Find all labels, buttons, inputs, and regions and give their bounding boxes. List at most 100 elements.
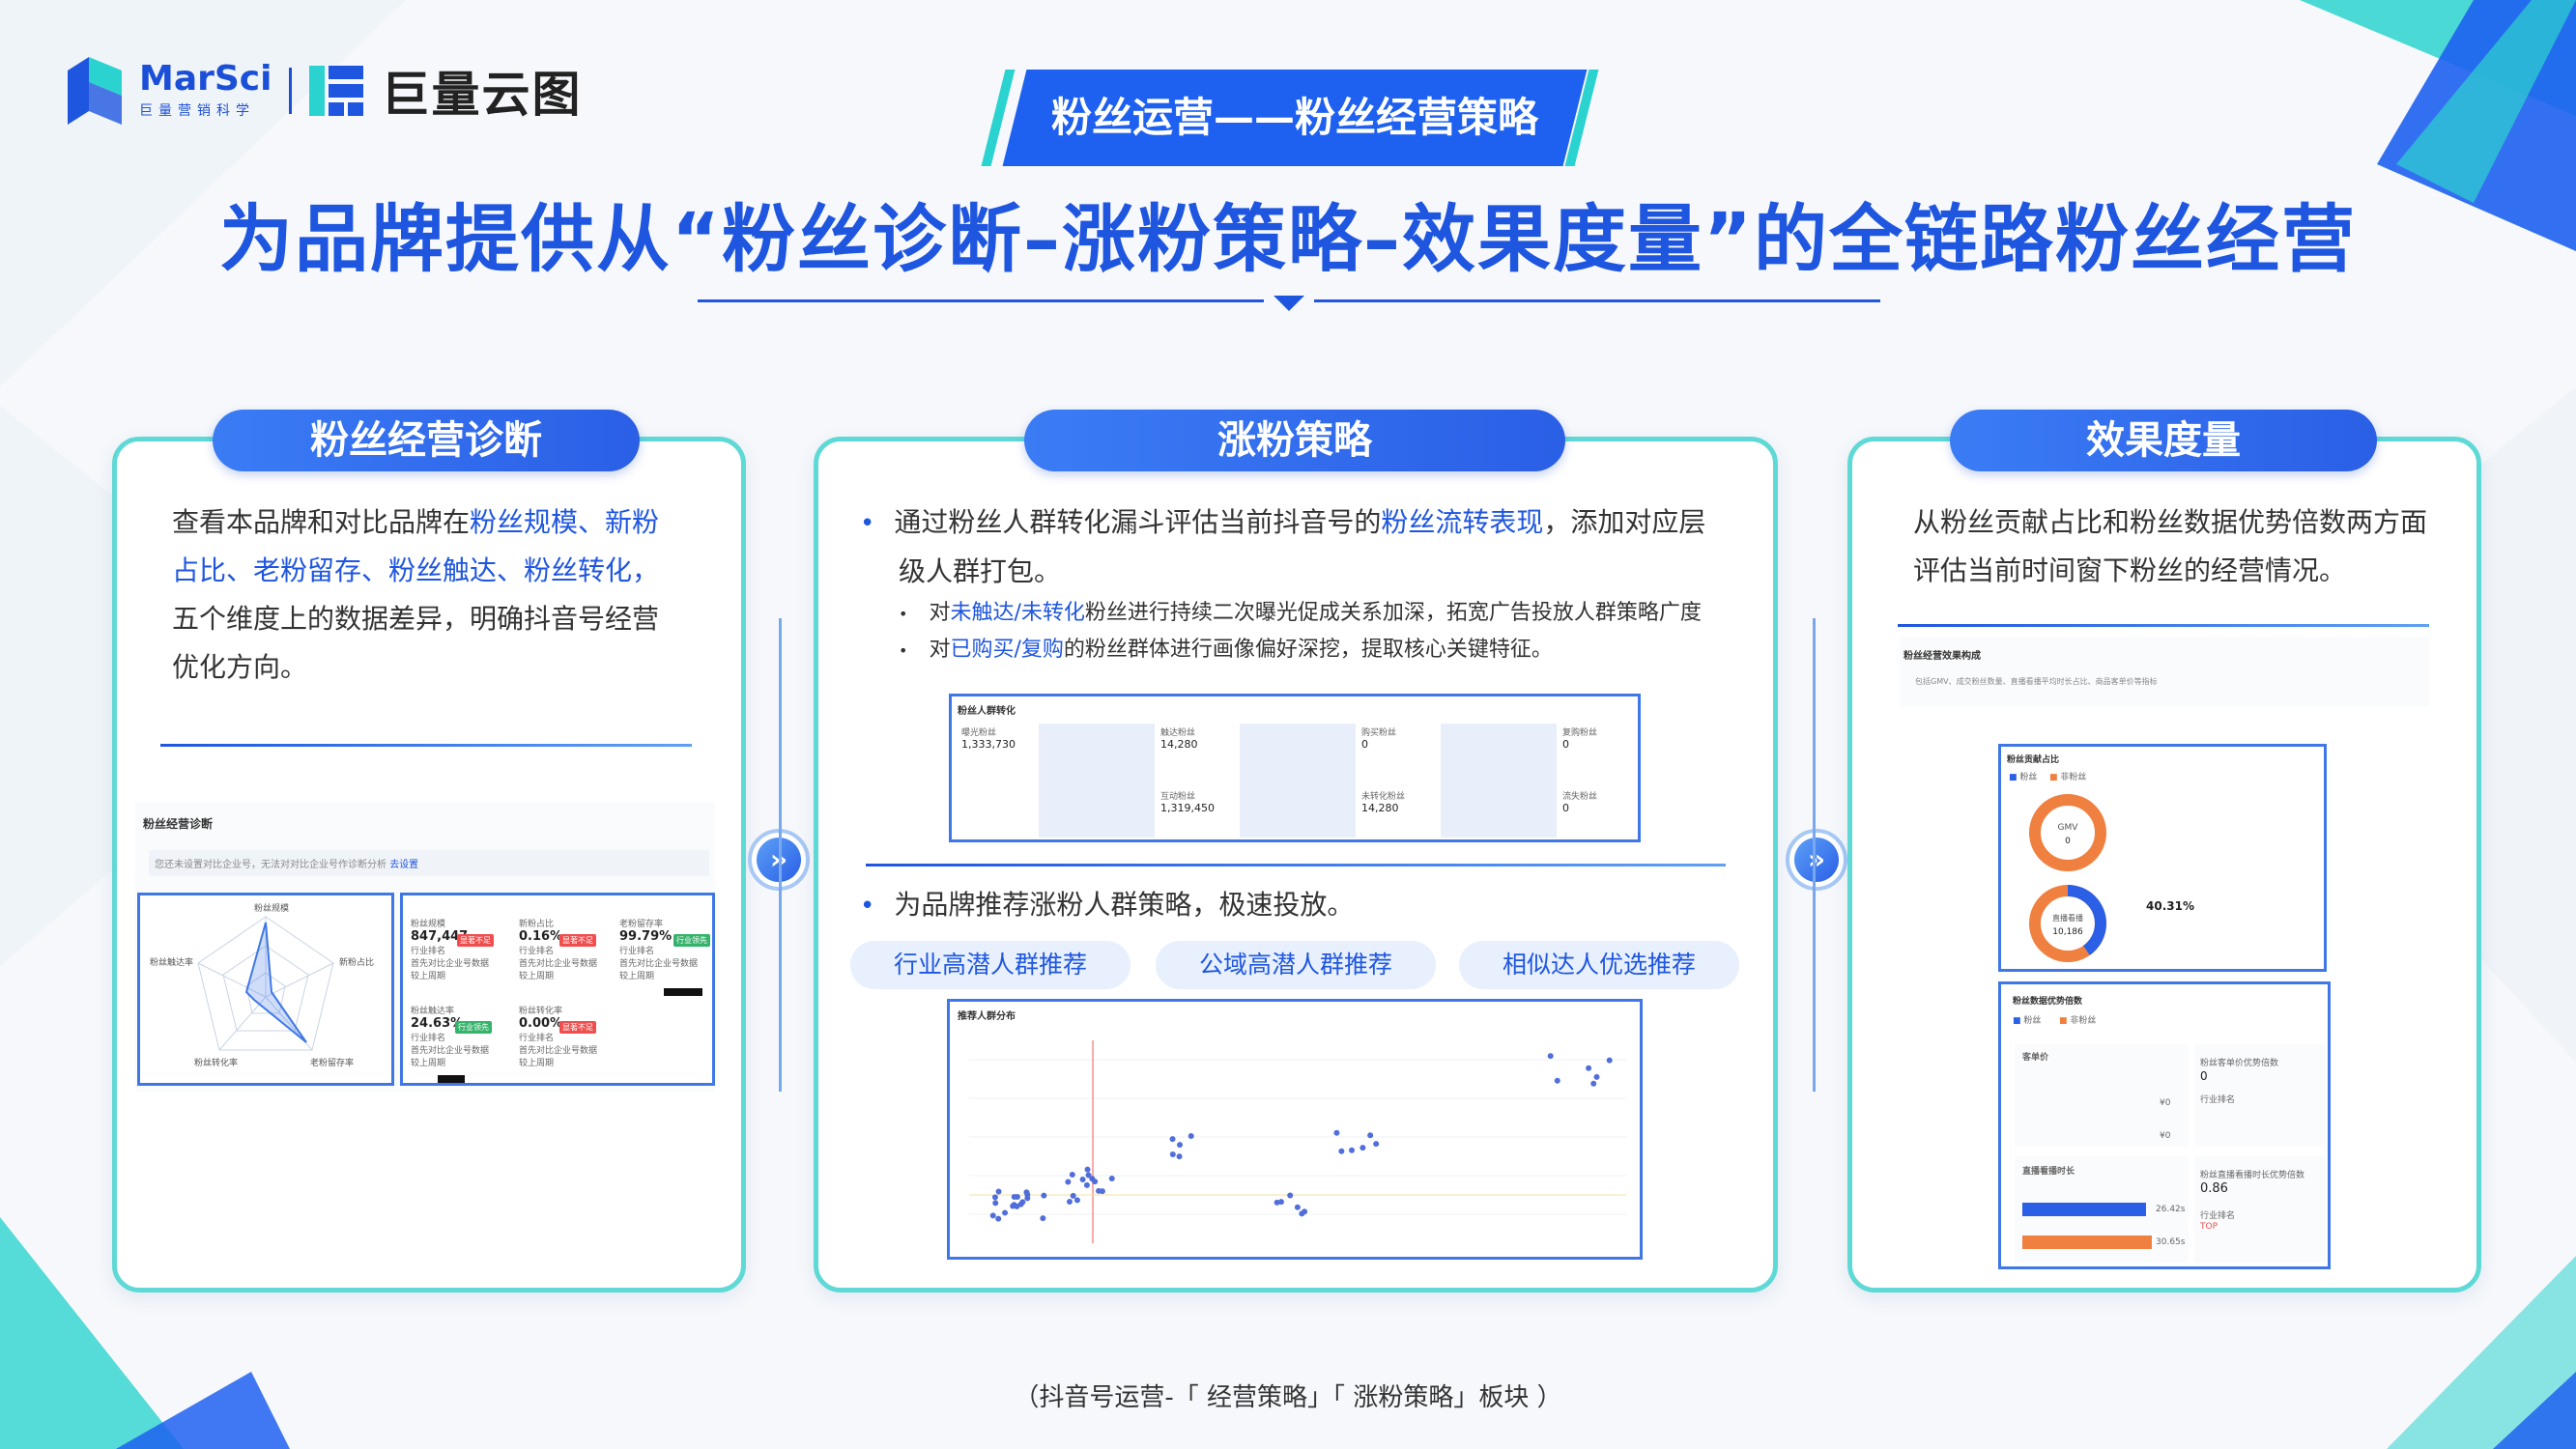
yuntu-logo-icon	[309, 66, 364, 116]
strategy-divider	[866, 864, 1726, 867]
funnel-value: 14,280	[1361, 802, 1399, 814]
legend-label: 粉丝	[2023, 1016, 2042, 1026]
scatter-dot	[1188, 1132, 1194, 1139]
scatter-dot	[1002, 1209, 1009, 1216]
metric-cell: 粉丝触达率 24.63% 行业排名 首先对比企业号数据 较上周期	[411, 1004, 489, 1068]
desc-text: 从粉丝贡献占比和粉丝数据优势倍数两方面	[1913, 506, 2428, 538]
mini-title: 粉丝经营效果构成	[1903, 651, 1981, 662]
effect-divider	[1898, 624, 2429, 627]
funnel-label: 互动粉丝	[1160, 792, 1196, 802]
funnel-value: 0	[1562, 738, 1569, 751]
scatter-dot	[1040, 1215, 1046, 1222]
metric-value: 0.00%	[519, 1016, 563, 1031]
adv-block: 粉丝直播看播时长优势倍数 0.86 行业排名 TOP	[2194, 1156, 2326, 1263]
pill-public-potential[interactable]: 公域高潜人群推荐	[1156, 941, 1436, 989]
donut-value: 0	[2065, 837, 2071, 846]
scatter-plot	[969, 1040, 1626, 1243]
flow-arrow-2: »	[1786, 829, 1847, 891]
mini-title: 粉丝人群转化	[958, 706, 1016, 717]
scatter-dot	[991, 1194, 998, 1201]
metric-name: 老粉留存率	[619, 920, 664, 929]
funnel-band	[1240, 724, 1356, 838]
bar-fans	[2022, 1203, 2146, 1216]
scatter-dot	[995, 1215, 1002, 1222]
metric-row: 较上周期	[519, 972, 555, 981]
redacted-block	[438, 1075, 465, 1083]
metric-cell: 老粉留存率 99.79% 行业排名 首先对比企业号数据 较上周期	[619, 917, 698, 981]
metric-cell: 粉丝转化率 0.00% 行业排名 首先对比企业号数据 较上周期	[519, 1004, 597, 1068]
radar-label: 粉丝转化率	[194, 1057, 238, 1068]
strategy-bullet-1: •通过粉丝人群转化漏斗评估当前抖音号的粉丝流转表现，添加对应层 级人群打包。	[860, 498, 1730, 596]
funnel-cell: 互动粉丝 1,319,450	[1160, 789, 1215, 814]
desc-text: 五个维度上的数据差异，明确抖音号经营	[172, 603, 660, 635]
metric-value: 847,447	[411, 929, 469, 944]
legend-label: 粉丝	[2019, 773, 2038, 782]
adv-value: ¥0	[2160, 1131, 2171, 1141]
adv-name: 直播看播时长	[2022, 1167, 2075, 1177]
scatter-dot	[1367, 1132, 1374, 1139]
strategy-bullet-2: •为品牌推荐涨粉人群策略，极速投放。	[860, 881, 1730, 930]
mini-note-text: 您还未设置对比企业号，无法对对比企业号作诊断分析	[155, 860, 386, 870]
scatter-dot	[1554, 1077, 1560, 1084]
scatter-dot	[1010, 1203, 1016, 1209]
metric-name: 粉丝转化率	[519, 1007, 563, 1016]
bullet-dot: •	[860, 892, 875, 921]
scatter-dot	[1360, 1145, 1366, 1151]
desc-text: 优化方向。	[172, 651, 308, 683]
legend-fans: ■ 粉丝	[2013, 1016, 2042, 1026]
funnel-cell: 流失粉丝 0	[1562, 789, 1597, 814]
scatter-dot	[1176, 1153, 1183, 1160]
scatter-dot	[1070, 1192, 1076, 1199]
scatter-dot	[1373, 1141, 1380, 1148]
bullet-text: 通过粉丝人群转化漏斗评估当前抖音号的	[894, 506, 1382, 538]
bullet-dot: •	[899, 605, 908, 623]
scatter-dot	[1177, 1142, 1184, 1149]
scatter-dot	[1333, 1129, 1340, 1136]
bullet-text: 对	[929, 601, 951, 625]
legend-fans: ■ 粉丝	[2009, 773, 2038, 782]
metric-row: 行业排名	[411, 947, 446, 956]
title-underline-arrow	[1274, 296, 1304, 311]
radar-chart: 粉丝规模 新粉占比 老粉留存率 粉丝转化率 粉丝触达率	[150, 902, 374, 1068]
mini-title: 粉丝经营诊断	[143, 817, 214, 831]
pill-similar-creators[interactable]: 相似达人优选推荐	[1459, 941, 1739, 989]
metric-name: 粉丝触达率	[411, 1007, 455, 1016]
donut-label: 直播看播	[2052, 913, 2083, 923]
scatter-dot	[1083, 1181, 1090, 1188]
scatter-dot	[1079, 1177, 1086, 1183]
bullet-highlight: 已购买/复购	[950, 638, 1064, 662]
status-badge: 显著不足	[559, 934, 596, 947]
metric-row: 首先对比企业号数据	[619, 959, 699, 969]
radar-label: 新粉占比	[339, 956, 374, 968]
metric-row: 较上周期	[619, 972, 655, 981]
funnel-cell: 触达粉丝 14,280	[1160, 725, 1198, 751]
funnel-cell: 购买粉丝 0	[1361, 725, 1396, 751]
pill-industry-potential[interactable]: 行业高潜人群推荐	[850, 941, 1131, 989]
diagnosis-card-label: 粉丝经营诊断	[213, 410, 640, 471]
adv-value: 0.86	[2200, 1181, 2228, 1196]
scatter-dot	[1349, 1147, 1356, 1153]
marsci-logo-subtitle: 巨量营销科学	[139, 103, 255, 119]
metric-value: 24.63%	[411, 1016, 464, 1031]
desc-highlight-line: 占比、老粉留存、粉丝触达、粉丝转化，	[172, 554, 660, 586]
funnel-cell: 曝光粉丝 1,333,730	[961, 725, 1016, 751]
effect-screenshot-header: 粉丝经营效果构成 包括GMV、成交粉丝数量、直播看播平均时长占比、商品客单价等指…	[1900, 638, 2429, 707]
donut-value: 10,186	[2052, 927, 2083, 937]
mini-note-link[interactable]: 去设置	[389, 860, 419, 870]
adv-name: 粉丝客单价优势倍数	[2200, 1059, 2279, 1068]
scatter-dot	[989, 1212, 996, 1219]
scatter-dot	[1092, 1179, 1099, 1185]
metric-row: 行业排名	[519, 947, 555, 956]
donut-chart-live: 直播看播 10,186	[2029, 885, 2106, 962]
metric-row: 行业排名	[519, 1034, 555, 1043]
mini-title: 推荐人群分布	[958, 1011, 1016, 1022]
mini-note: 您还未设置对比企业号，无法对对比企业号作诊断分析 去设置	[149, 850, 709, 876]
bullet-text: 对	[929, 638, 951, 662]
scatter-dot	[1547, 1053, 1554, 1060]
scatter-points	[989, 1053, 1613, 1222]
legend-non-fans: ■ 非粉丝	[2049, 773, 2087, 782]
scatter-dot	[1590, 1080, 1597, 1087]
adv-block: 客单价 ¥0 ¥0	[2015, 1044, 2189, 1147]
status-badge: 行业领先	[455, 1021, 492, 1034]
radar-area	[244, 922, 307, 1043]
